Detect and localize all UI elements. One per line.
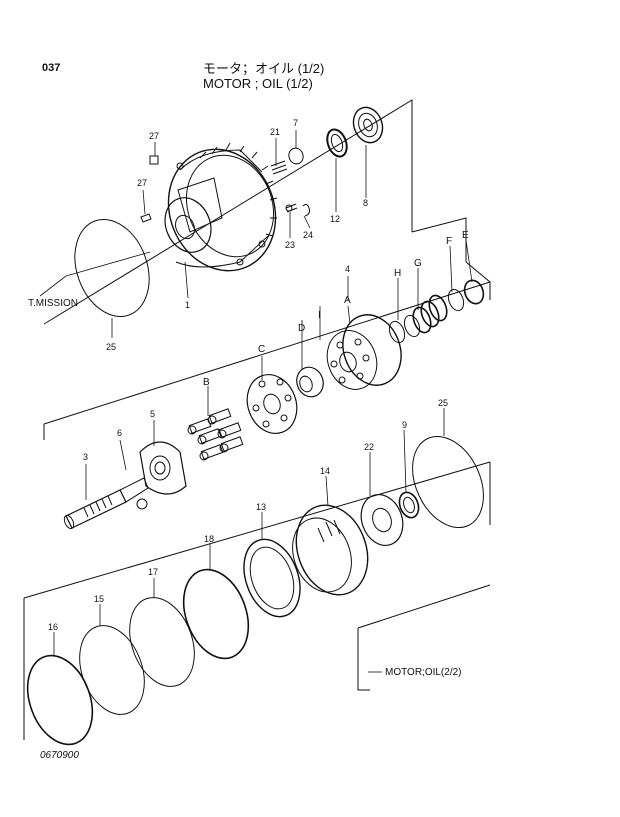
document-code: 0670900 <box>40 750 79 761</box>
callouts: 27 27 21 7 8 12 23 24 1 25 4 A I D C B H… <box>28 118 469 678</box>
callout-G: G <box>414 258 422 269</box>
callout-25b: 25 <box>438 398 448 408</box>
spring-stack <box>388 279 485 344</box>
swash-plate <box>139 441 187 495</box>
callout-C: C <box>258 344 265 355</box>
callout-12: 12 <box>330 214 340 224</box>
title-japanese: モータ；オイル (1/2) <box>203 61 325 76</box>
callout-F: F <box>446 236 452 247</box>
drive-shaft <box>63 477 149 530</box>
reference-arrows <box>39 275 382 673</box>
callout-27b: 27 <box>137 178 147 188</box>
callout-24: 24 <box>303 230 313 240</box>
snap-ring-16 <box>26 654 94 746</box>
callout-18: 18 <box>204 534 214 544</box>
callout-4: 4 <box>345 264 350 274</box>
ref-motor-oil-2: MOTOR;OIL(2/2) <box>385 667 462 678</box>
callout-22: 22 <box>364 442 374 452</box>
o-ring-25-lower <box>412 435 484 529</box>
callout-14: 14 <box>320 466 330 476</box>
ball <box>136 498 148 510</box>
title-english: MOTOR ; OIL (1/2) <box>203 76 313 91</box>
callout-25a: 25 <box>106 342 116 352</box>
callout-B: B <box>203 377 210 388</box>
callout-3: 3 <box>83 452 88 462</box>
frame-lines <box>23 99 491 740</box>
seal-and-bearing <box>326 106 384 158</box>
callout-7: 7 <box>293 118 298 128</box>
plate-22 <box>360 494 404 546</box>
callout-E: E <box>462 230 469 241</box>
o-ring-17 <box>129 597 195 687</box>
callout-16: 16 <box>48 622 58 632</box>
callout-8: 8 <box>363 198 368 208</box>
callout-6: 6 <box>117 428 122 438</box>
housing-hardware <box>140 147 310 223</box>
callout-21: 21 <box>270 127 280 137</box>
set-plate <box>246 374 298 434</box>
cylinder-block <box>326 314 402 390</box>
callout-15: 15 <box>94 594 104 604</box>
piston-set <box>187 408 244 461</box>
brake-drum-14 <box>292 504 369 596</box>
o-ring-25-upper <box>74 219 150 317</box>
callout-1: 1 <box>185 300 190 310</box>
callout-A: A <box>344 295 351 306</box>
o-ring-18 <box>182 568 250 660</box>
callout-13: 13 <box>256 502 266 512</box>
callout-27a: 27 <box>149 131 159 141</box>
o-ring-15 <box>79 625 145 715</box>
callout-H: H <box>394 268 401 279</box>
callout-17: 17 <box>148 567 158 577</box>
page-number: 037 <box>42 62 61 74</box>
bearing-9 <box>398 491 420 519</box>
callout-5: 5 <box>150 409 155 419</box>
callout-D: D <box>298 323 305 334</box>
ref-transmission: T.MISSION <box>28 298 78 309</box>
motor-housing <box>164 142 278 272</box>
callout-9: 9 <box>402 420 407 430</box>
friction-ring-13 <box>243 538 301 618</box>
callout-I: I <box>318 310 321 321</box>
leader-lines <box>53 130 473 656</box>
ball-guide <box>296 366 324 398</box>
callout-23: 23 <box>285 240 295 250</box>
